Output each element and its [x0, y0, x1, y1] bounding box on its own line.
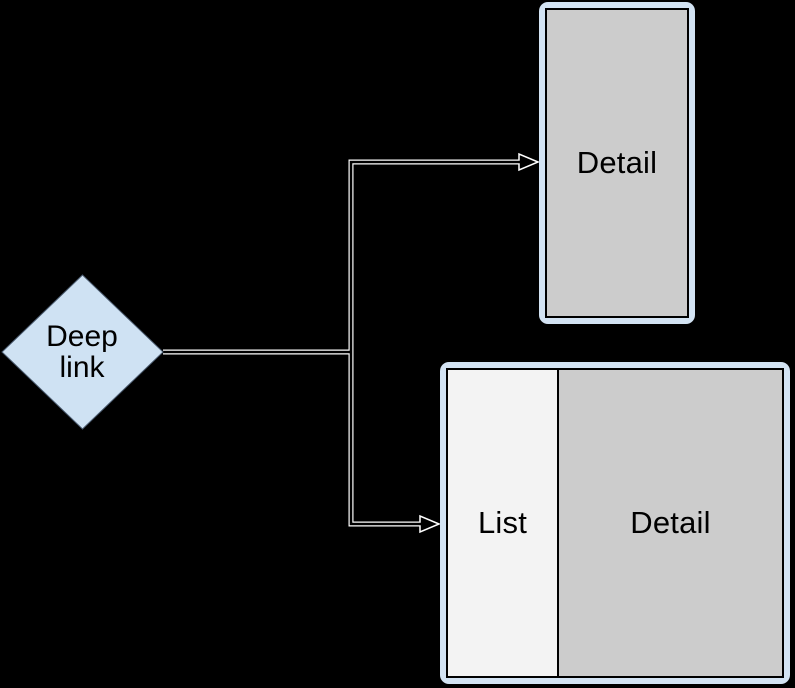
list-pane: List	[448, 370, 559, 676]
detail-pane-wide-label: Detail	[630, 505, 711, 540]
detail-panel: Detail	[539, 2, 695, 324]
connector-core-branch-to-detail	[349, 160, 520, 352]
detail-pane-wide: Detail	[559, 370, 782, 676]
detail-panel-body: Detail	[545, 8, 689, 318]
arrowhead-icon-branch-to-detail	[518, 152, 540, 172]
list-pane-label: List	[477, 505, 528, 540]
deep-link-label-line2: link	[59, 351, 105, 384]
deep-link-node	[1, 274, 164, 430]
list-detail-panel-body: List Detail	[446, 368, 784, 678]
deep-link-node-label: Deep link	[12, 320, 152, 384]
connector-casing-branch-to-detail	[348, 159, 520, 352]
connector-core-branch-to-list-detail	[349, 352, 421, 526]
deep-link-label-line1: Deep	[46, 320, 118, 353]
detail-pane: Detail	[547, 10, 687, 316]
list-detail-panel: List Detail	[440, 362, 790, 684]
connector-casing-branch-to-list-detail	[348, 352, 421, 527]
detail-pane-label: Detail	[576, 145, 658, 180]
arrowhead-icon-branch-to-list-detail	[419, 514, 441, 534]
